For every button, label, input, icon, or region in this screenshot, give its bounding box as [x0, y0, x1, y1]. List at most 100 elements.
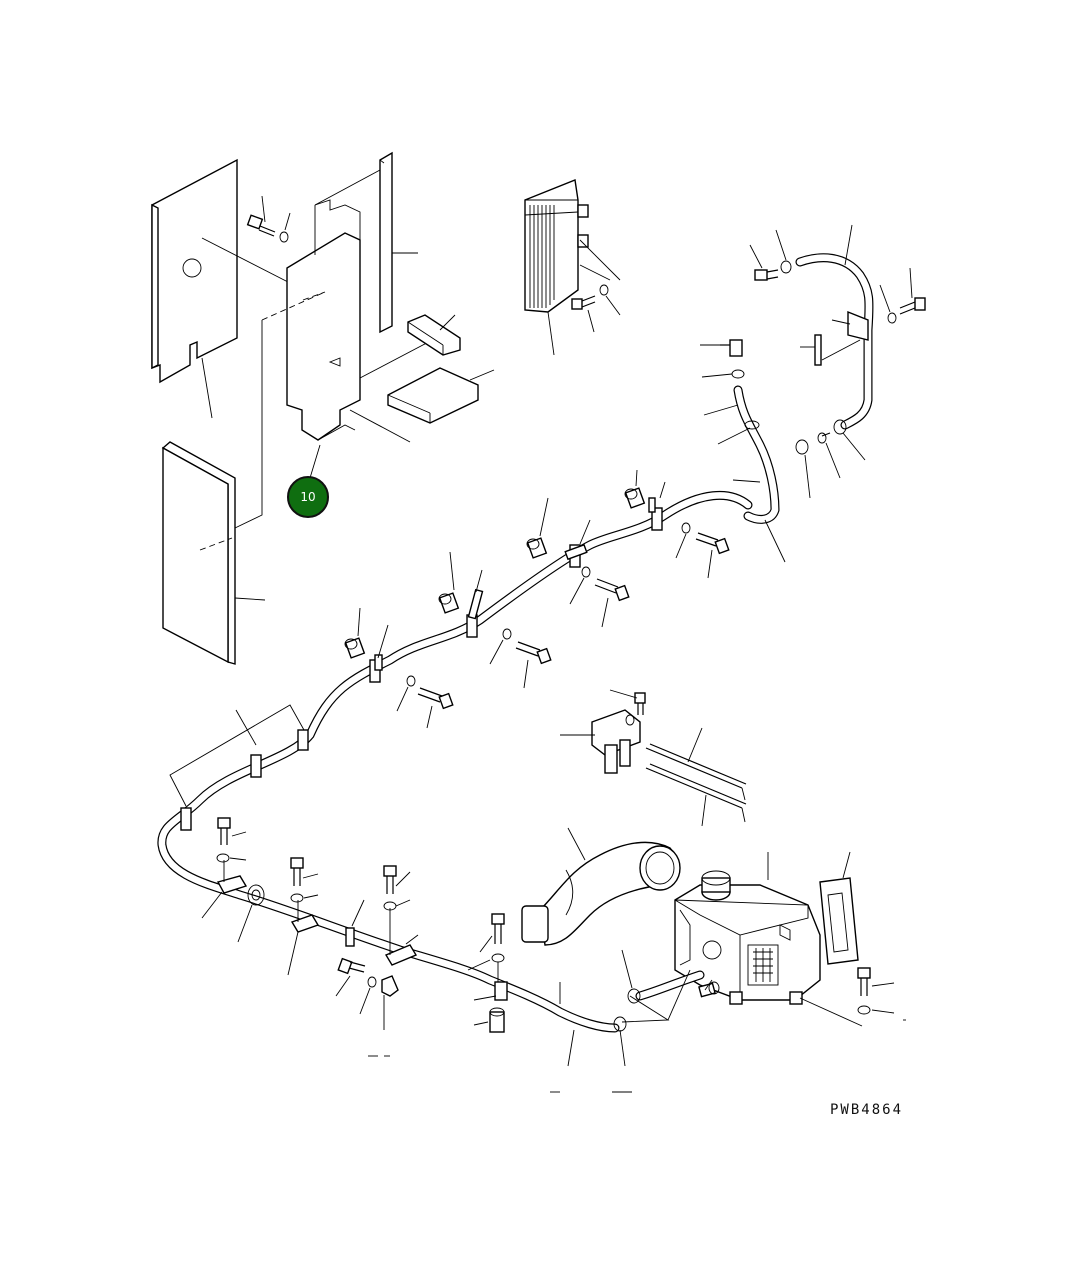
callout-badge[interactable]: 10 [287, 476, 329, 518]
leader-line [879, 284, 891, 313]
leader-line [234, 597, 266, 601]
leader-line [357, 607, 361, 637]
leader-line [199, 537, 233, 551]
leader-line [799, 997, 863, 1027]
leader-line [439, 314, 456, 331]
leader-line [467, 959, 491, 971]
leader-line [335, 975, 351, 997]
valve-body [591, 709, 641, 774]
bolt [217, 817, 231, 845]
bolt [594, 578, 630, 602]
leader-line [303, 894, 319, 899]
outlet-grille [819, 877, 859, 965]
bolt [491, 913, 505, 944]
leader-line [349, 409, 411, 443]
leader-line [395, 899, 411, 907]
leader-line [909, 267, 913, 299]
hose-clamp [780, 260, 792, 274]
leader-line [405, 934, 419, 945]
leader-line [609, 689, 638, 699]
leader-line [871, 1009, 895, 1014]
washer [681, 522, 691, 534]
hose-clamp [297, 729, 309, 751]
leader-line [539, 497, 549, 537]
leader-line [567, 1029, 575, 1067]
spacer [344, 637, 366, 659]
leader-line [687, 727, 703, 763]
leader-line [234, 320, 263, 529]
leader-line [831, 319, 851, 325]
washer [502, 628, 512, 640]
hose-joint [817, 432, 831, 444]
leader-line [469, 369, 495, 381]
bolt [695, 532, 730, 555]
leader-line [489, 639, 504, 665]
leader-line [821, 339, 861, 361]
clamp-bracket [290, 900, 320, 933]
leader-line [201, 237, 289, 283]
bolt [417, 687, 454, 710]
foam-block [387, 367, 479, 424]
leader-line [475, 569, 483, 593]
bolt [857, 967, 871, 996]
leader-line [284, 212, 291, 231]
leader-line [231, 831, 247, 837]
leader-line [235, 709, 257, 746]
hose-clamp [247, 884, 265, 906]
leader-line [619, 1029, 626, 1067]
leader-line [605, 295, 621, 316]
leader-line [314, 169, 381, 206]
leader-line [473, 995, 497, 1001]
washer [857, 1005, 871, 1015]
leader-line [479, 935, 493, 953]
washer [216, 853, 230, 863]
leader-line [804, 454, 811, 499]
leader-line [396, 686, 409, 712]
washer [887, 312, 897, 324]
hose-clamp [795, 439, 809, 455]
leader-line [169, 704, 305, 807]
clamp-bracket [216, 860, 248, 894]
leader-line [261, 291, 326, 321]
leader-line [732, 479, 761, 483]
heater-hose-main [157, 490, 753, 1033]
leader-line [701, 373, 733, 378]
leader-line [825, 442, 841, 479]
leader-line [667, 969, 691, 1021]
leader-line [775, 229, 787, 261]
spacer [624, 487, 646, 509]
hose-bracket [847, 310, 869, 341]
leader-line [579, 264, 611, 281]
leader-line [659, 481, 666, 499]
hose-clamp [369, 654, 383, 683]
bolt [290, 857, 304, 886]
hose-clamp [833, 419, 847, 435]
bolt [246, 214, 276, 237]
hose-clamp [627, 988, 641, 1004]
leader-line [449, 551, 455, 591]
leader-line [377, 624, 389, 659]
bolt [515, 641, 552, 665]
leader-line [749, 244, 763, 269]
hose-clamp [250, 754, 262, 778]
leader-line [229, 857, 247, 861]
elbow-fitting [754, 269, 779, 281]
washer [279, 231, 289, 243]
leader-line [844, 224, 853, 266]
control-cable [645, 743, 747, 823]
washer [491, 953, 505, 963]
spacer [489, 1007, 505, 1033]
hose-clamp [564, 543, 588, 568]
leader-line [707, 549, 713, 579]
leader-line [717, 427, 751, 445]
air-duct [521, 841, 681, 946]
bolt [337, 957, 366, 975]
leader-line [703, 404, 739, 416]
clip [814, 334, 822, 366]
heater-unit [674, 870, 821, 1005]
washer [581, 566, 591, 578]
leader-line [764, 519, 786, 563]
leader-line [579, 519, 591, 545]
washer [367, 976, 377, 988]
leader-line [842, 432, 866, 461]
